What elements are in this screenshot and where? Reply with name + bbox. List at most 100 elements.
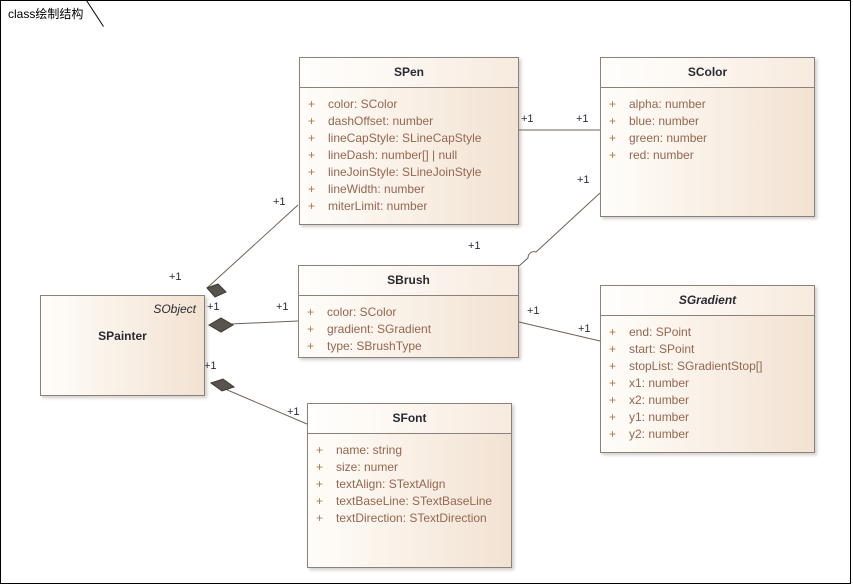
aggregation-diamond-painter-brush	[208, 317, 234, 333]
class-header-scolor: SColor	[601, 58, 814, 88]
class-attributes-sgradient: + end: SPoint + start: SPoint + stopList…	[601, 316, 814, 443]
tab-shape-icon	[0, 0, 104, 27]
attribute-label: blue: number	[629, 114, 700, 128]
multiplicity-brush-color-source: +1	[468, 240, 481, 252]
attribute-row: + red: number	[601, 147, 814, 164]
attribute-row: + lineCapStyle: SLineCapStyle	[300, 130, 518, 147]
class-title-scolor: SColor	[687, 65, 728, 79]
class-header-sfont: SFont	[308, 404, 511, 434]
visibility-marker: +	[307, 322, 315, 336]
visibility-marker: +	[609, 148, 617, 162]
visibility-marker: +	[316, 511, 324, 525]
multiplicity-painter-font-source: +1	[204, 360, 217, 372]
class-attributes-sbrush: + color: SColor + gradient: SGradient + …	[299, 296, 518, 355]
attribute-label: end: SPoint	[629, 325, 692, 339]
aggregation-diamond-painter-pen	[206, 283, 227, 298]
attribute-label: size: numer	[336, 460, 399, 474]
attribute-row: + color: SColor	[299, 304, 518, 321]
multiplicity-brush-color-target: +1	[577, 174, 590, 186]
visibility-marker: +	[609, 427, 617, 441]
attribute-label: green: number	[629, 131, 708, 145]
class-box-spainter[interactable]: SObject SPainter	[40, 295, 205, 396]
class-title-spen: SPen	[393, 65, 424, 79]
visibility-marker: +	[316, 477, 324, 491]
class-box-sbrush[interactable]: SBrush + color: SColor + gradient: SGrad…	[298, 265, 519, 358]
attribute-row: + textDirection: STextDirection	[308, 510, 511, 527]
visibility-marker: +	[609, 114, 617, 128]
attribute-row: + textBaseLine: STextBaseLine	[308, 493, 511, 510]
attribute-label: gradient: SGradient	[327, 322, 432, 336]
class-title-sbrush: SBrush	[387, 273, 430, 287]
attribute-row: + y2: number	[601, 426, 814, 443]
attribute-label: lineWidth: number	[328, 182, 425, 196]
attribute-row: + y1: number	[601, 409, 814, 426]
visibility-marker: +	[307, 339, 315, 353]
visibility-marker: +	[308, 148, 316, 162]
attribute-label: y1: number	[629, 410, 690, 424]
multiplicity-painter-font-target: +1	[287, 406, 300, 418]
attribute-label: miterLimit: number	[328, 199, 428, 213]
class-attributes-sfont: + name: string + size: numer + textAlign…	[308, 434, 511, 527]
class-box-sgradient[interactable]: SGradient + end: SPoint + start: SPoint …	[600, 285, 815, 453]
attribute-row: + end: SPoint	[601, 324, 814, 341]
attribute-label: lineCapStyle: SLineCapStyle	[328, 131, 482, 145]
visibility-marker: +	[308, 182, 316, 196]
class-header-sgradient: SGradient	[601, 286, 814, 316]
visibility-marker: +	[609, 131, 617, 145]
attribute-row: + x2: number	[601, 392, 814, 409]
visibility-marker: +	[308, 131, 316, 145]
attribute-row: + textAlign: STextAlign	[308, 476, 511, 493]
connector-brush-color	[518, 192, 601, 267]
attribute-label: y2: number	[629, 427, 690, 441]
class-box-sfont[interactable]: SFont + name: string + size: numer + tex…	[307, 403, 512, 568]
class-title-spainter: SPainter	[98, 329, 147, 343]
attribute-row: + gradient: SGradient	[299, 321, 518, 338]
visibility-marker: +	[609, 359, 617, 373]
class-attributes-scolor: + alpha: number + blue: number + green: …	[601, 88, 814, 164]
class-box-spen[interactable]: SPen + color: SColor + dashOffset: numbe…	[299, 57, 519, 225]
attribute-row: + lineJoinStyle: SLineJoinStyle	[300, 164, 518, 181]
class-header-spen: SPen	[300, 58, 518, 88]
visibility-marker: +	[307, 305, 315, 319]
multiplicity-pen-color-target: +1	[576, 113, 589, 125]
class-stereotype-spainter: SObject	[153, 302, 196, 316]
attribute-label: lineDash: number[] | null	[328, 148, 458, 162]
attribute-label: lineJoinStyle: SLineJoinStyle	[328, 165, 482, 179]
aggregation-diamond-painter-font	[209, 378, 236, 392]
attribute-label: textBaseLine: STextBaseLine	[336, 494, 493, 508]
attribute-label: stopList: SGradientStop[]	[629, 359, 763, 373]
visibility-marker: +	[308, 165, 316, 179]
attribute-label: x1: number	[629, 376, 690, 390]
class-title-sgradient: SGradient	[678, 293, 737, 307]
attribute-row: + start: SPoint	[601, 341, 814, 358]
attribute-label: red: number	[629, 148, 694, 162]
attribute-row: + stopList: SGradientStop[]	[601, 358, 814, 375]
multiplicity-painter-pen-target: +1	[273, 196, 286, 208]
visibility-marker: +	[308, 97, 316, 111]
attribute-label: color: SColor	[327, 305, 397, 319]
attribute-row: + type: SBrushType	[299, 338, 518, 355]
attribute-row: + dashOffset: number	[300, 113, 518, 130]
multiplicity-painter-pen-source: +1	[169, 271, 182, 283]
visibility-marker: +	[316, 494, 324, 508]
visibility-marker: +	[316, 460, 324, 474]
diagram-name-label: class绘制结构	[8, 7, 84, 21]
multiplicity-painter-brush-source: +1	[207, 301, 220, 313]
visibility-marker: +	[609, 376, 617, 390]
class-header-sbrush: SBrush	[299, 266, 518, 296]
class-box-scolor[interactable]: SColor + alpha: number + blue: number + …	[600, 57, 815, 217]
attribute-label: start: SPoint	[629, 342, 695, 356]
multiplicity-pen-color-source: +1	[521, 113, 534, 125]
attribute-row: + green: number	[601, 130, 814, 147]
diagram-name-tab[interactable]: class绘制结构	[0, 0, 104, 27]
class-attributes-spen: + color: SColor + dashOffset: number + l…	[300, 88, 518, 215]
visibility-marker: +	[609, 342, 617, 356]
visibility-marker: +	[609, 410, 617, 424]
attribute-label: type: SBrushType	[327, 339, 422, 353]
attribute-row: + name: string	[308, 442, 511, 459]
attribute-row: + size: numer	[308, 459, 511, 476]
connector-painter-pen	[206, 204, 299, 289]
attribute-row: + alpha: number	[601, 96, 814, 113]
